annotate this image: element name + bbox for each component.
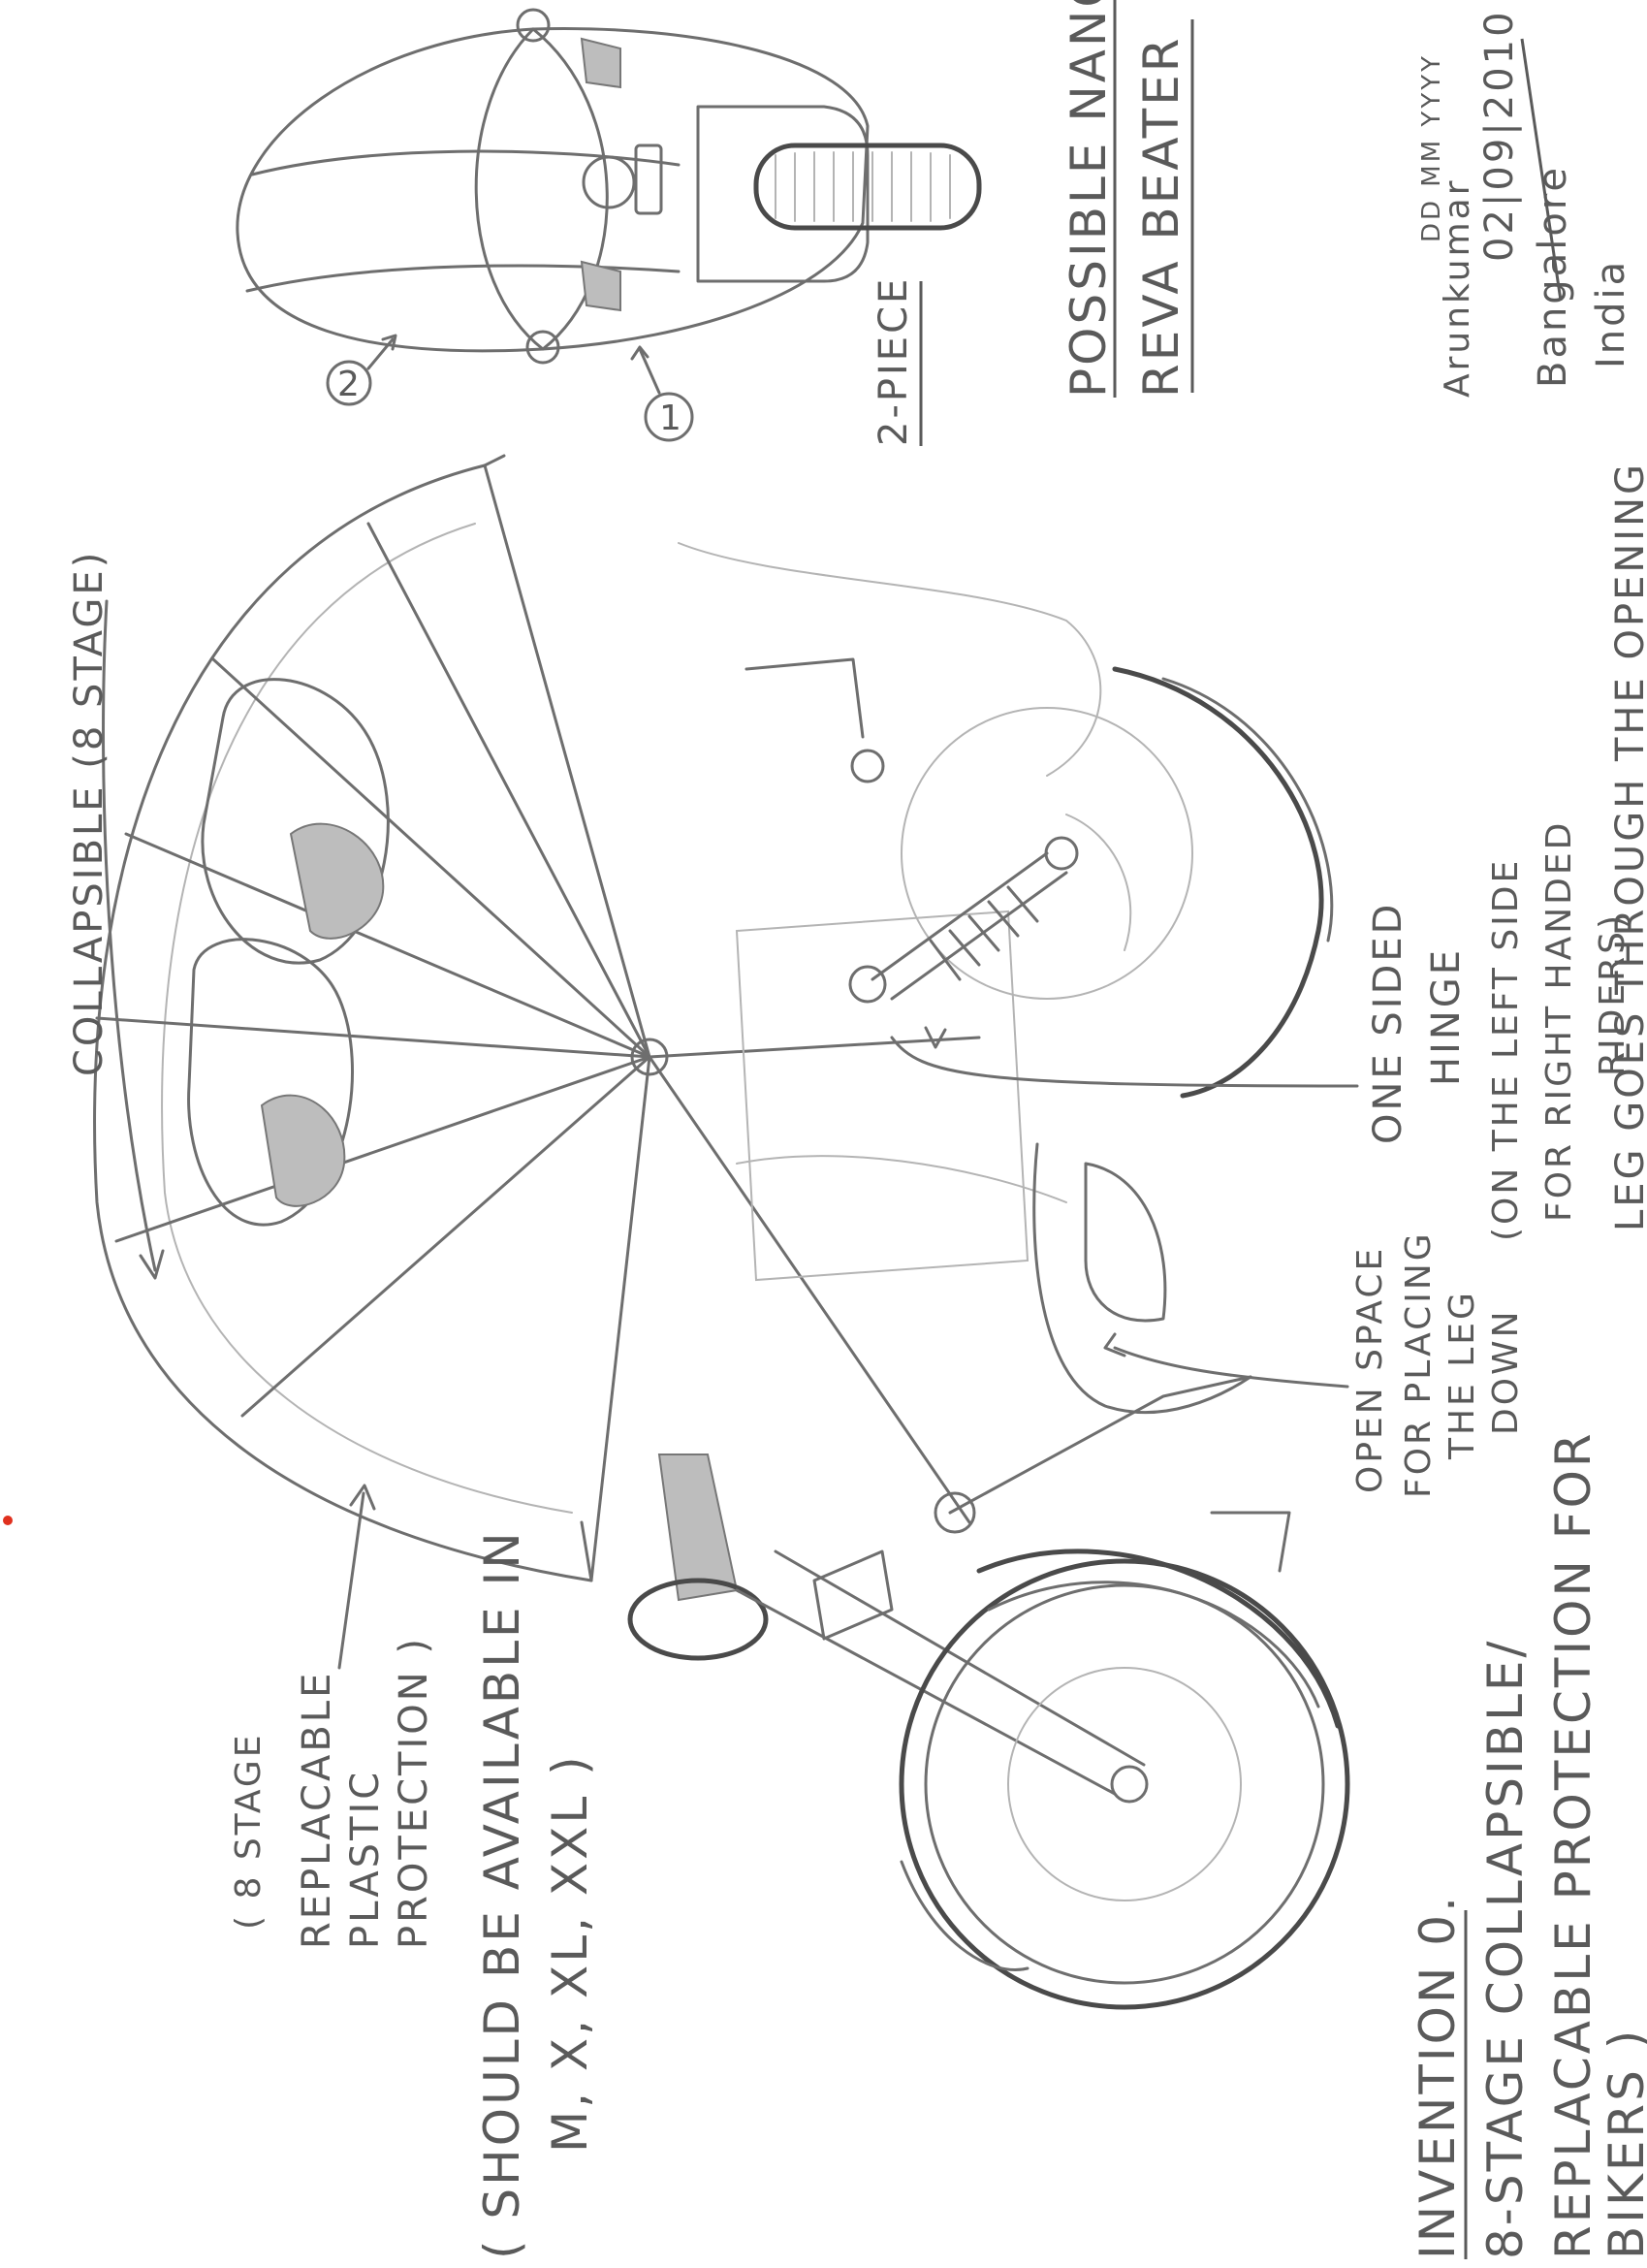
- collapsible-arrow: [104, 601, 163, 1278]
- stage-line-3: PLASTIC: [343, 1770, 388, 1949]
- open-line-2: FOR PLACING: [1399, 1230, 1439, 1498]
- open-space-note: OPEN SPACE FOR PLACING THE LEG DOWN: [1350, 1230, 1526, 1498]
- date-format: DD MM YYYY: [1417, 53, 1446, 242]
- stage-note: ( 8 STAGE REPLACABLE PLASTIC PROTECTION …: [229, 1636, 436, 1949]
- stage-line-4: PROTECTION ): [392, 1636, 436, 1949]
- callout-1-label: 1: [659, 399, 684, 438]
- hinge-line-1: ONE SIDED: [1366, 902, 1410, 1144]
- leg-note: LEG GOES THROUGH THE OPENING: [1608, 462, 1647, 1231]
- open-space-leader: [1105, 1334, 1347, 1387]
- invention-line-3: BIKERS ): [1599, 2028, 1647, 2259]
- invention-note: INVENTION 0. 8-STAGE COLLAPSIBLE/ REPLAC…: [1409, 1430, 1647, 2259]
- date-block: Arunkumar DD MM YYYY 02|09|2010 Bangalor…: [1417, 9, 1633, 398]
- hinge-note: ONE SIDED HINGE (ON THE LEFT SIDE FOR RI…: [1366, 820, 1632, 1241]
- size-line-2: M, X, XL, XXL ): [542, 1753, 598, 2153]
- place: Bangalore: [1531, 165, 1575, 388]
- invention-line-2: REPLACABLE PROTECTION FOR: [1545, 1430, 1601, 2259]
- red-mark: [3, 1516, 13, 1525]
- sheet-title: POSSIBLE NANO/: [1061, 0, 1117, 398]
- collapsible-label: COLLAPSIBLE (8 STAGE): [67, 550, 111, 1076]
- hinge-leader: [892, 1028, 1357, 1086]
- invention-line-1: 8-STAGE COLLAPSIBLE/: [1477, 1639, 1534, 2259]
- country: India: [1589, 259, 1633, 368]
- sketch-date: 02|09|2010: [1477, 9, 1522, 262]
- bike-side-view-sketch: [95, 456, 1347, 2007]
- stage-line-2: REPLACABLE: [295, 1671, 339, 1949]
- hinge-line-4: FOR RIGHT HANDED: [1539, 820, 1579, 1222]
- open-line-4: DOWN: [1486, 1308, 1526, 1435]
- open-line-3: THE LEG: [1442, 1290, 1482, 1460]
- stage-line-1: ( 8 STAGE: [229, 1732, 269, 1930]
- hinge-line-3: (ON THE LEFT SIDE: [1486, 858, 1526, 1241]
- hinge-line-2: HINGE: [1424, 947, 1469, 1086]
- open-line-1: OPEN SPACE: [1350, 1246, 1390, 1493]
- sheet-subtitle: REVA BEATER: [1133, 35, 1189, 398]
- protection-arrow: [339, 1485, 374, 1668]
- size-line-1: ( SHOULD BE AVAILABLE IN: [474, 1529, 530, 2259]
- callout-1: 1: [632, 347, 692, 440]
- two-piece-label: 2-PIECE: [871, 276, 916, 446]
- invention-heading: INVENTION 0.: [1409, 1894, 1466, 2259]
- two-piece-shell-sketch: [238, 10, 979, 363]
- callout-2-label: 2: [337, 365, 363, 404]
- size-note: ( SHOULD BE AVAILABLE IN M, X, XL, XXL ): [474, 1529, 598, 2259]
